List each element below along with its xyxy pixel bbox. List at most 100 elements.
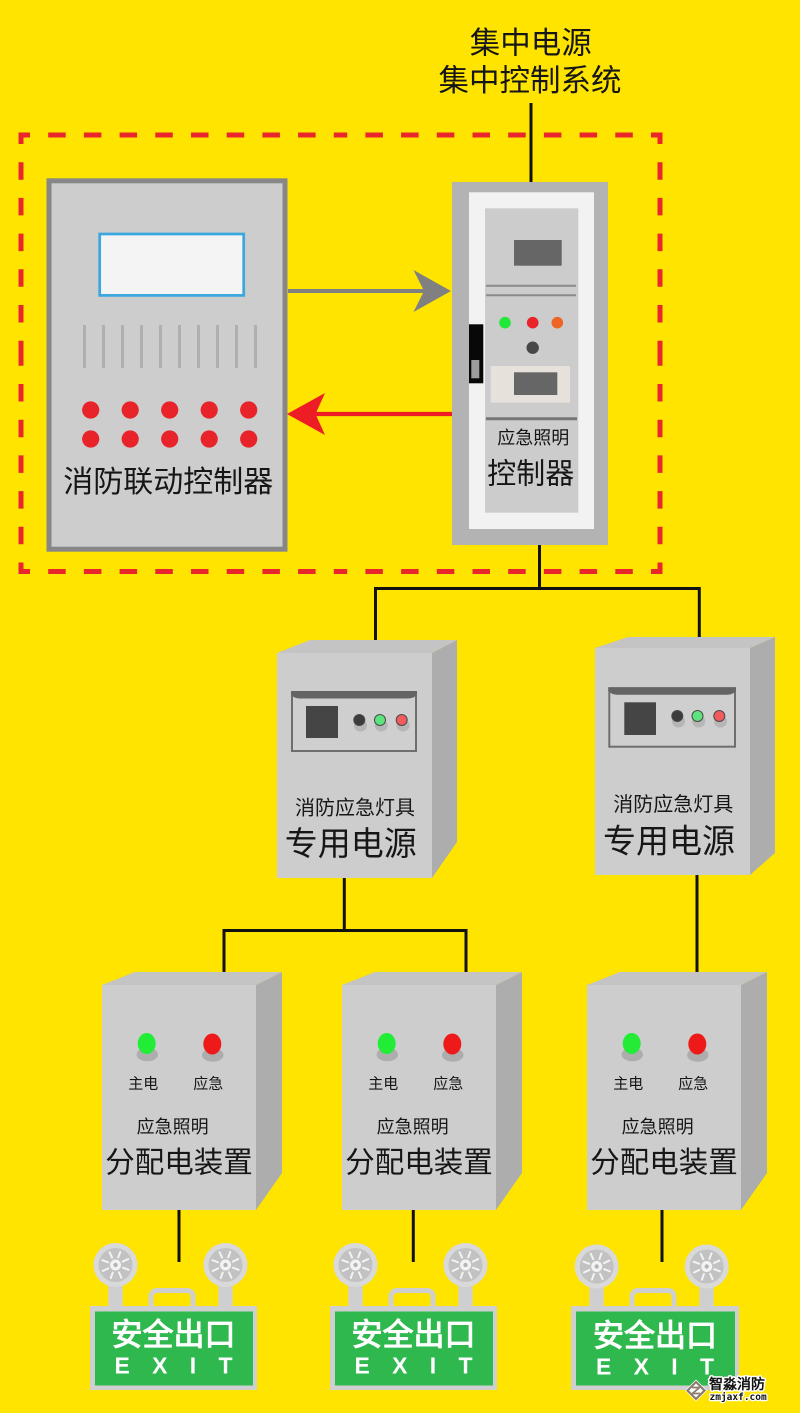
cabinet-front [342,985,496,1210]
orange-status-led-icon [551,316,564,329]
cabinet-front [587,985,741,1210]
fire-linkage-controller: 消防联动控制器 [46,178,288,552]
power-knob-icon [671,710,684,722]
feedback-signal-arrow [287,393,452,435]
watermark-url: zmjaxf.com [710,1392,767,1403]
red-status-led-icon [526,316,539,329]
sign-panel [335,1311,493,1386]
status-display [514,240,562,266]
exit-sign-text-cn: 安全出口 [593,1319,717,1355]
emergency-label: 应急 [433,1075,463,1093]
cabinet-side [256,972,282,1210]
power-supply-2: 消防应急灯具 专用电源 [595,637,775,875]
cabinet-side [741,972,767,1210]
emergency-lamp-left-icon [573,1243,620,1290]
indicator-light [200,430,218,448]
cabinet-top [342,972,522,985]
indicator-light [240,401,258,419]
cabinet-front [277,653,432,878]
central-system-title: 集中电源 集中控制系统 [439,27,622,100]
green-status-led-icon [499,316,511,329]
emergency-led-icon [203,1033,222,1055]
main-power-led-icon [377,1033,396,1054]
main-power-led-icon [622,1033,641,1054]
fire-linkage-controller-label: 消防联动控制器 [63,465,273,500]
lamp-stem [348,1282,363,1308]
exit-sign-3: 安全出口 EXIT [571,1243,739,1390]
red-indicator-icon [713,710,726,722]
red-indicator-icon [395,714,408,726]
watermark: 智淼消防 zmjaxf.com [685,1375,768,1404]
sub-panel-display [514,372,558,395]
emergency-lamp-right-icon [683,1243,730,1290]
exit-sign-text-cn: 安全出口 [352,1318,476,1354]
exit-sign-1: 安全出口 EXIT [90,1242,257,1390]
exit-sign-text-cn: 安全出口 [112,1318,236,1354]
emergency-label: 应急 [193,1075,223,1093]
controller-title: 控制器 [487,456,574,490]
cabinet-side [496,972,522,1210]
device-title: 分配电装置 [345,1146,493,1180]
lamp-stem [218,1282,233,1308]
lamp-stem [108,1282,123,1308]
device-title: 分配电装置 [105,1146,253,1180]
power-supply-title: 专用电源 [285,824,417,863]
indicator-light [200,401,218,419]
emergency-lamp-left-icon [92,1242,139,1288]
indicator-light [82,430,100,448]
power-knob-icon [353,714,366,726]
device-subtitle: 应急照明 [377,1117,449,1138]
lamp-stem [589,1282,604,1308]
arrow-right-icon [413,270,451,312]
main-power-led-icon [137,1033,156,1054]
indicator-light [121,430,139,448]
wire-controller-bus [374,587,701,641]
sign-panel [95,1311,253,1386]
central-system-title-line-2: 集中控制系统 [439,64,622,99]
power-supply-subtitle: 消防应急灯具 [613,792,733,816]
indicator-light [161,430,179,448]
distribution-device-2: 主电 应急 应急照明 分配电装置 [342,972,522,1210]
vent-slots [83,325,257,368]
cabinet-front [595,648,750,875]
carry-handle [388,1288,436,1307]
sign-panel [576,1311,735,1386]
indicator-lights [82,401,258,448]
emergency-led-icon [443,1033,462,1055]
wiring [177,103,701,1262]
emergency-led-icon [688,1033,707,1055]
green-indicator-icon [691,710,704,722]
distribution-device-3: 主电 应急 应急照明 分配电装置 [587,972,767,1210]
watermark-logo-icon [685,1379,707,1402]
cabinet-top [102,972,282,985]
cabinet-top [595,637,775,648]
arrow-left-icon [287,393,325,435]
door-latch [471,360,480,379]
lcd-screen [98,232,246,297]
emergency-lighting-controller: 应急照明 控制器 [452,182,608,545]
cabinet-side [750,637,775,875]
wire-power-supply-1-bus [222,929,468,973]
carry-handle [148,1288,196,1307]
device-subtitle: 应急照明 [137,1117,209,1138]
green-indicator-icon [374,714,386,726]
linkage-group-dashed-border [18,132,663,574]
main-power-label: 主电 [368,1075,398,1093]
lamp-stem [458,1282,473,1308]
meter-display [624,702,656,735]
power-supply-subtitle: 消防应急灯具 [295,796,415,820]
cabinet-top [277,640,457,653]
indicator-light [82,401,100,419]
exit-sign-2: 安全出口 EXIT [330,1242,497,1390]
cabinet-top [587,972,767,985]
central-system-title-line-1: 集中电源 [470,27,592,62]
cabinet-front [102,985,256,1210]
meter-display [306,706,338,738]
main-power-label: 主电 [613,1075,643,1093]
distribution-device-1: 主电 应急 应急照明 分配电装置 [102,972,282,1210]
indicator-light [240,430,258,448]
logo-diamond [685,1380,707,1401]
panel-hood [608,687,736,695]
indicator-light [121,401,139,419]
